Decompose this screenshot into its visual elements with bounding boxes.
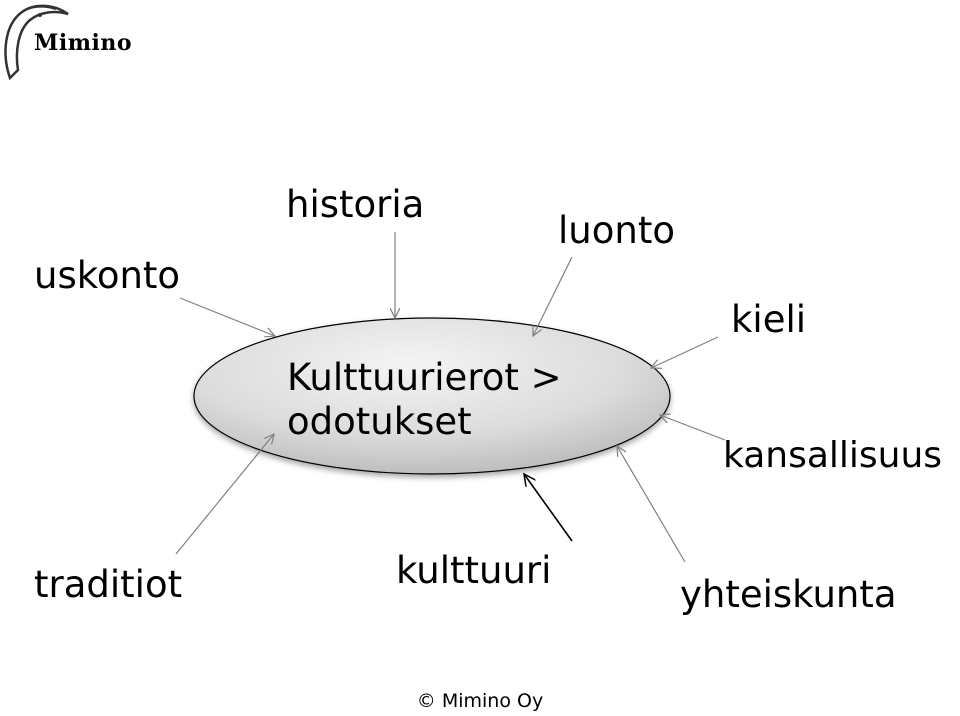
logo-wordmark: Mimino [34,30,133,56]
label-luonto: luonto [558,209,675,252]
arrow-traditiot [175,434,274,555]
label-kulttuuri: kulttuuri [396,549,552,592]
arrow-uskonto [179,297,275,336]
label-kieli: kieli [731,298,807,341]
label-uskonto: uskonto [34,254,181,297]
center-label: Kulttuurierot > odotukset [287,356,562,444]
bird-logo-icon [4,4,69,81]
mimino-logo: Mimino [0,0,190,90]
label-kansallisuus: kansallisuus [723,435,943,476]
central-ellipse [193,317,671,475]
label-traditiot: traditiot [34,563,183,606]
arrow-kansallisuus [660,415,726,441]
arrow-kulttuuri [524,474,573,542]
arrow-yhteiskunta [617,446,686,563]
label-historia: historia [286,183,425,226]
arrow-kieli [651,336,719,368]
center-line-2: odotukset [287,400,472,443]
center-line-1: Kulttuurierot > [287,356,562,399]
label-yhteiskunta: yhteiskunta [680,573,897,616]
copyright-footer: © Mimino Oy [416,690,544,712]
arrow-luonto [533,256,573,336]
